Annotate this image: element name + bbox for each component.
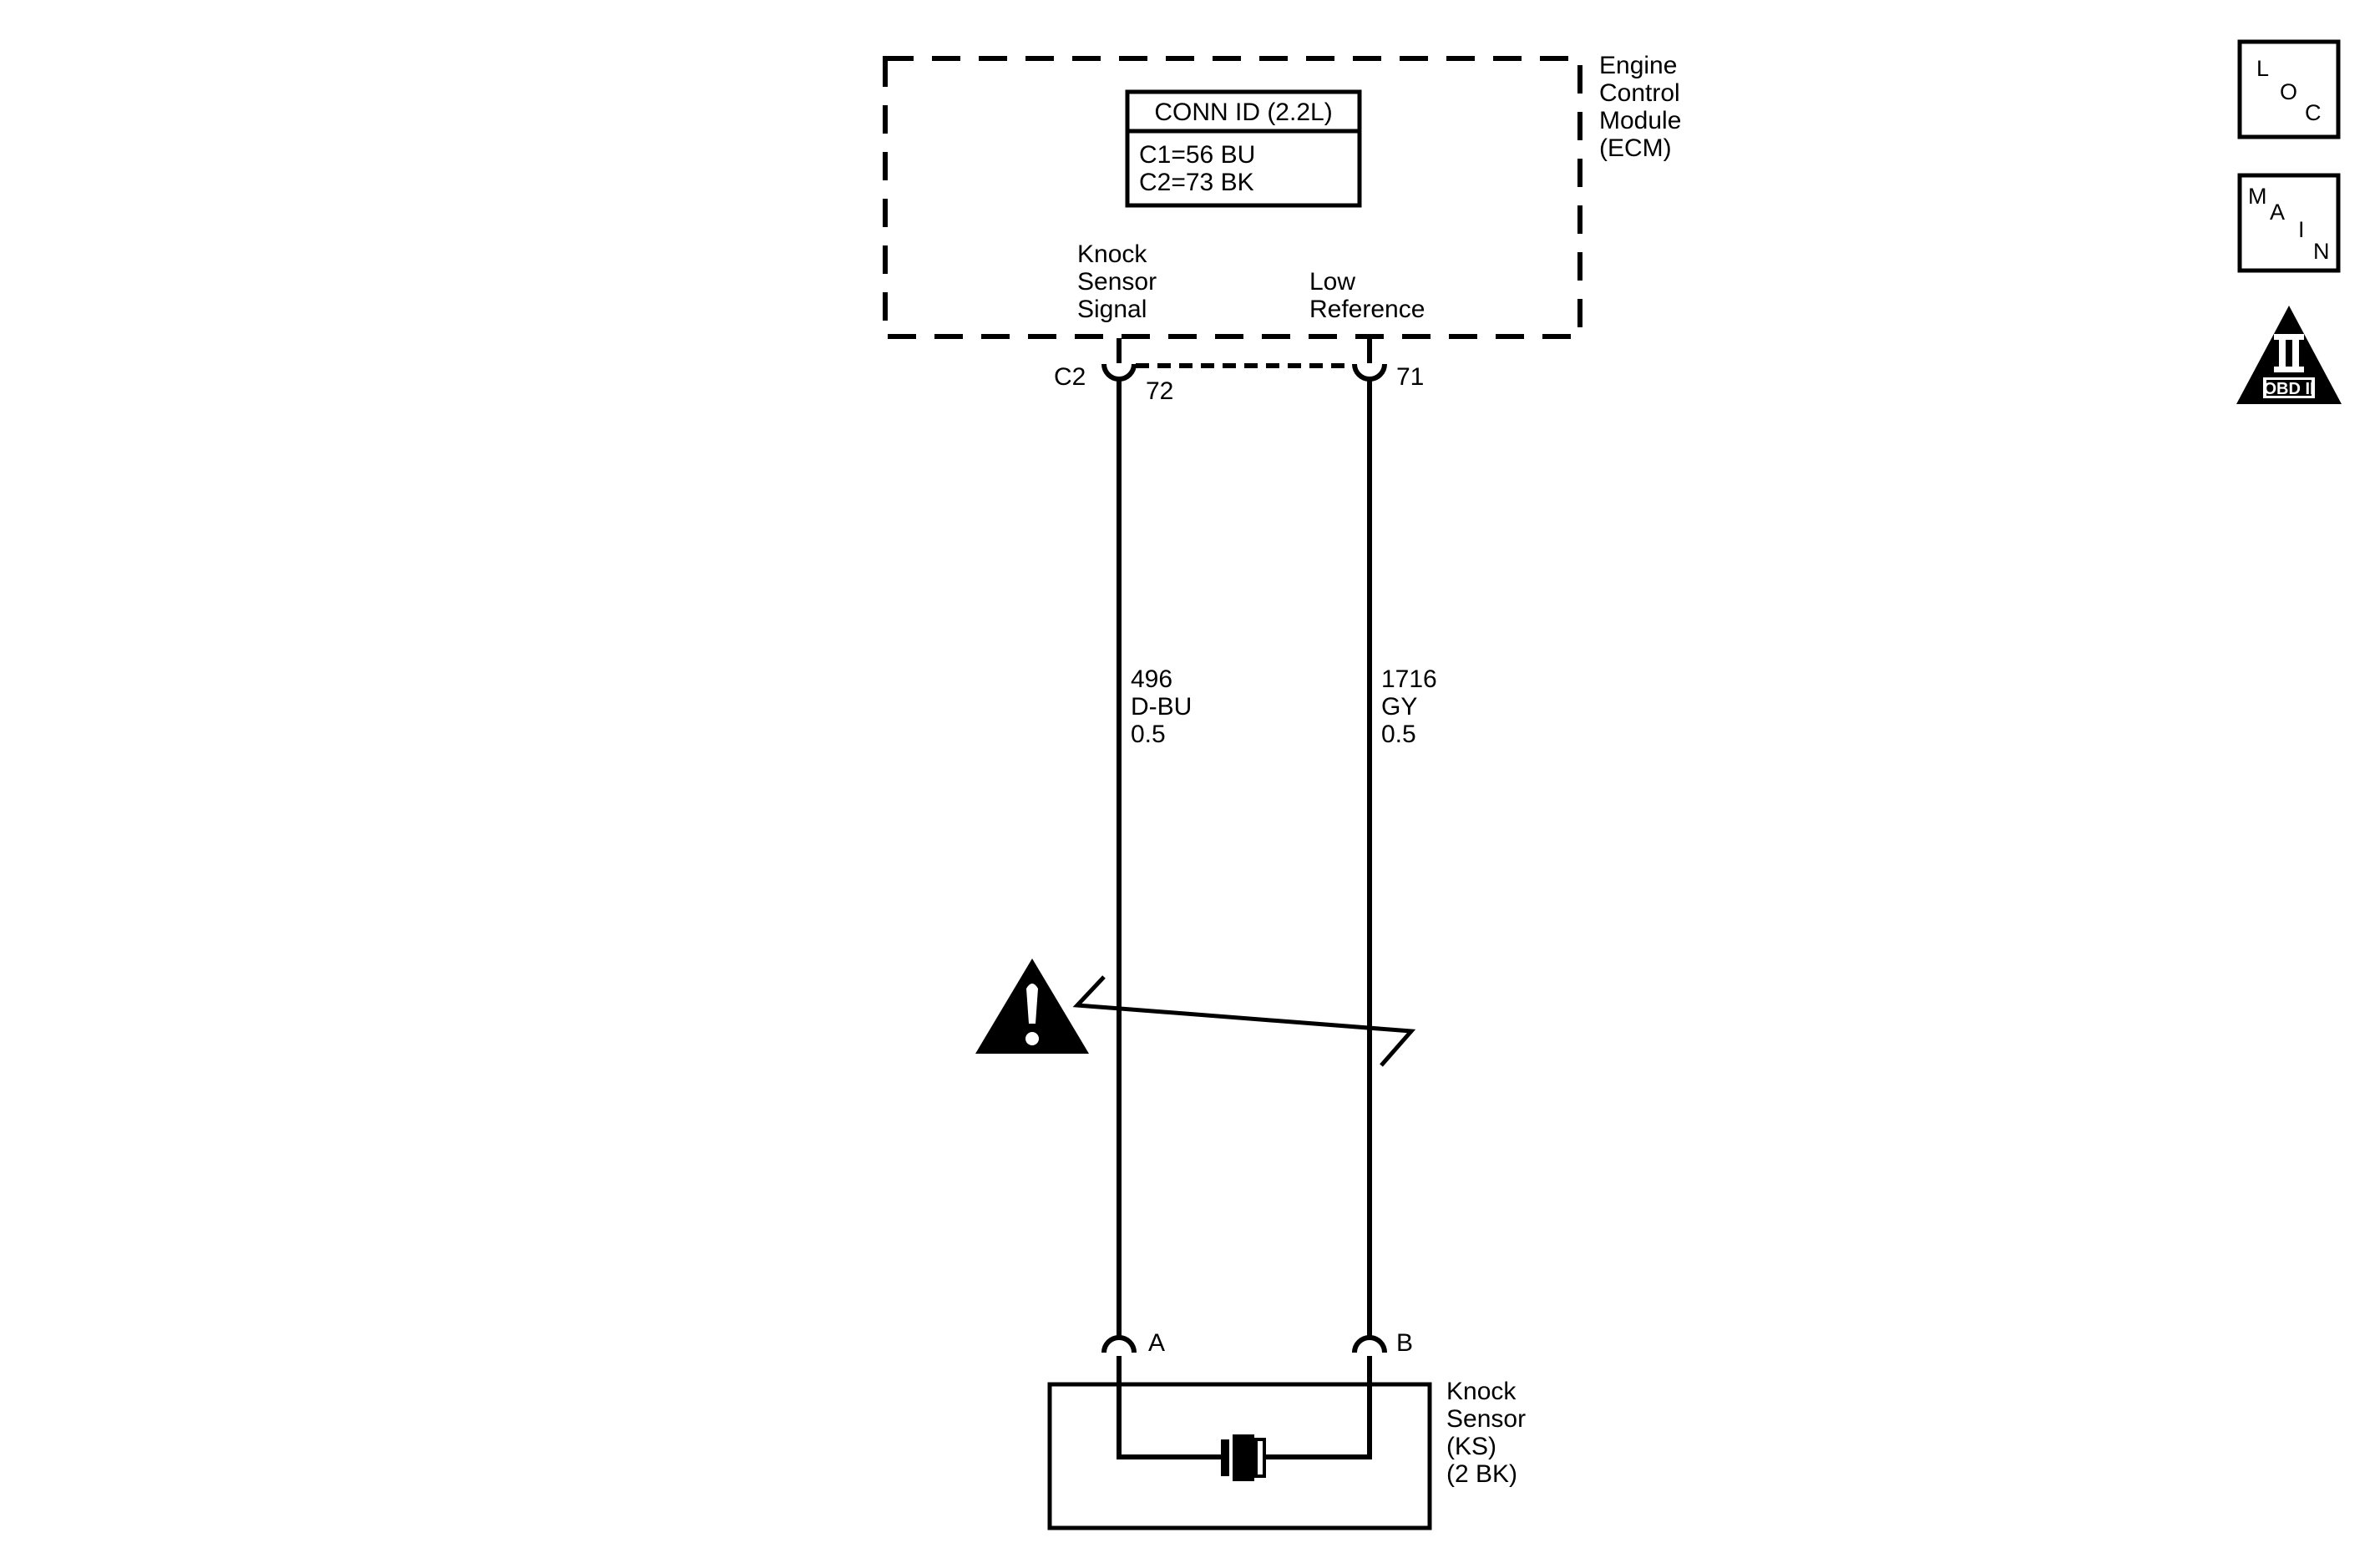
conn-id-box: CONN ID (2.2L) C1=56 BU C2=73 BK — [1125, 89, 1362, 208]
svg-text:A: A — [2270, 200, 2285, 225]
piezo-element-icon — [1221, 1434, 1266, 1481]
knock-sensor-box — [1047, 1382, 1432, 1530]
terminal-b — [1352, 1335, 1387, 1353]
loc-icon[interactable]: L O C — [2237, 39, 2341, 139]
pin-b-label: B — [1396, 1329, 1413, 1357]
pin-71-label: 71 — [1396, 363, 1424, 391]
pin-72-label: 72 — [1146, 377, 1173, 405]
wire-1716-label: 1716 GY 0.5 — [1381, 665, 1444, 748]
ecm-name: Engine Control Module (ECM) — [1599, 52, 1689, 162]
ecm-outline — [883, 56, 1582, 339]
knock-sensor-signal-label: Knock Sensor Signal — [1077, 240, 1163, 323]
obd-ii-icon[interactable]: OBD II — [2236, 306, 2342, 404]
svg-text:L: L — [2256, 56, 2269, 81]
conn-id-title: CONN ID (2.2L) — [1154, 99, 1332, 126]
conn-id-c2: C2=73 BK — [1139, 169, 1254, 196]
terminal-71 — [1352, 363, 1387, 382]
sensor-internal-wiring-a — [1117, 1386, 1221, 1459]
svg-text:OBD II: OBD II — [2263, 380, 2314, 398]
low-reference-label: Low Reference — [1309, 268, 1425, 323]
sensor-internal-wiring-b — [1264, 1386, 1372, 1459]
terminal-a — [1101, 1335, 1137, 1353]
pin-a-label: A — [1148, 1329, 1165, 1357]
knock-sensor-name: Knock Sensor (KS) (2 BK) — [1446, 1378, 1532, 1488]
connector-c2-label: C2 — [1054, 363, 1086, 391]
caution-icon[interactable] — [975, 959, 1089, 1054]
svg-text:I: I — [2298, 217, 2305, 242]
twisted-pair-indicator — [1072, 975, 1416, 1067]
svg-text:M: M — [2248, 184, 2267, 209]
terminal-72 — [1101, 363, 1137, 382]
main-icon[interactable]: M A I N — [2237, 173, 2341, 273]
conn-id-c1: C1=56 BU — [1139, 141, 1255, 169]
svg-text:O: O — [2280, 79, 2297, 104]
wire-496-label: 496 D-BU 0.5 — [1131, 665, 1199, 748]
svg-text:C: C — [2305, 100, 2322, 125]
svg-text:N: N — [2313, 239, 2330, 264]
